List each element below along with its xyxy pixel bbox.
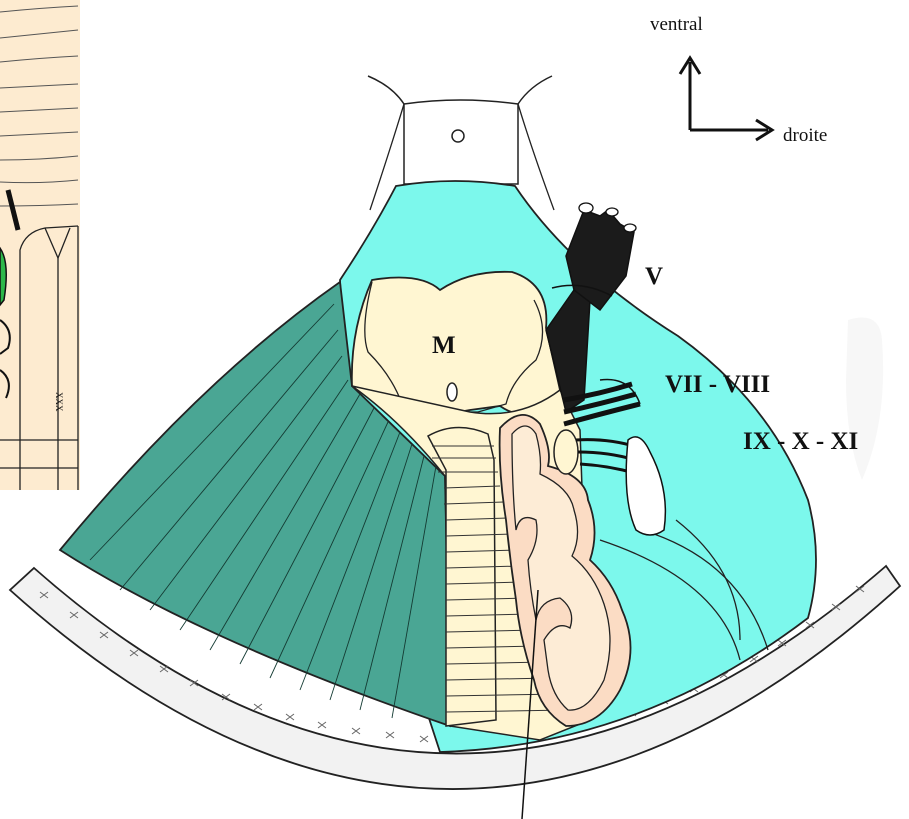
label-v: V (645, 263, 663, 290)
background-faint-shape (846, 318, 883, 481)
label-ix-x-xi: IX - X - XI (743, 428, 858, 455)
ventral-label: ventral (650, 14, 703, 35)
orientation-arrows (680, 58, 772, 140)
inset-panel: XXX (0, 0, 80, 490)
label-m: M (432, 332, 456, 359)
inset-cross-marks: XXX (54, 392, 64, 412)
central-canal (447, 383, 457, 401)
inset-background (0, 0, 80, 490)
droite-label: droite (783, 125, 827, 146)
small-ganglion (554, 430, 578, 474)
foramen-circle (452, 130, 464, 142)
label-vii-viii: VII - VIII (665, 371, 770, 398)
